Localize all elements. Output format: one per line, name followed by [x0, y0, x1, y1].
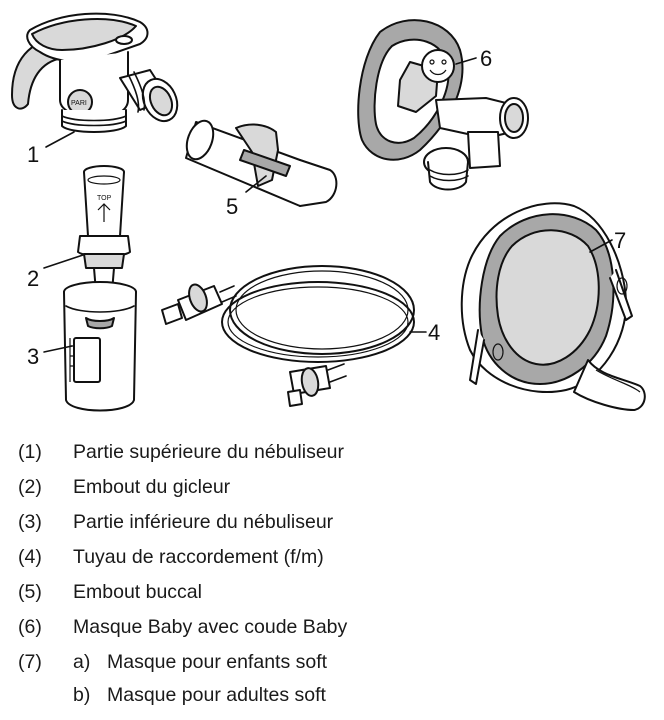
callout-3: 3 [27, 344, 39, 369]
legend-number: (6) [18, 616, 42, 638]
callout-5: 5 [226, 194, 238, 219]
legend-number: (4) [18, 546, 42, 568]
legend-number: (2) [18, 476, 42, 498]
pari-logo-text: PARI [71, 100, 87, 107]
callout-line-2 [43, 253, 87, 269]
legend-number: (5) [18, 581, 42, 603]
legend-text: Partie supérieure du nébuliseur [73, 441, 345, 463]
legend-sub-text-a: Masque pour enfants soft [107, 651, 328, 673]
callout-2: 2 [27, 266, 39, 291]
top-marking: TOP [97, 195, 112, 202]
callout-line-3 [43, 345, 73, 353]
legend-text: Embout du gicleur [73, 476, 231, 498]
callout-4: 4 [428, 320, 440, 345]
callout-line-6 [455, 57, 477, 65]
soft-mask-part [460, 202, 646, 411]
callout-7: 7 [614, 228, 626, 253]
legend-text: Tuyau de raccordement (f/m) [73, 546, 324, 568]
baby-mask-part [357, 19, 529, 191]
legend-number: (7) [18, 651, 42, 673]
connection-tube-part [161, 265, 415, 407]
legend-number: (3) [18, 511, 42, 533]
callout-line-1 [45, 131, 75, 148]
nebulizer-top-part: PARI [11, 12, 179, 133]
legend-text: Masque Baby avec coude Baby [73, 616, 348, 638]
parts-illustration: PARI 1 TOP 2 3 [11, 12, 646, 412]
legend-sub-letter-b: b) [73, 684, 91, 706]
legend-text: Embout buccal [73, 581, 202, 603]
callout-line-5 [245, 175, 267, 193]
callout-1: 1 [27, 142, 39, 167]
callout-line-7 [589, 239, 613, 253]
legend-text: Partie inférieure du nébuliseur [73, 511, 334, 533]
callout-6: 6 [480, 46, 492, 71]
legend-number: (1) [18, 441, 42, 463]
mouthpiece-part [185, 119, 338, 207]
nozzle-part: TOP [77, 165, 131, 293]
legend-sub-letter-a: a) [73, 651, 91, 673]
nebulizer-bottom-part [63, 281, 137, 412]
legend-sub-text-b: Masque pour adultes soft [107, 684, 326, 706]
